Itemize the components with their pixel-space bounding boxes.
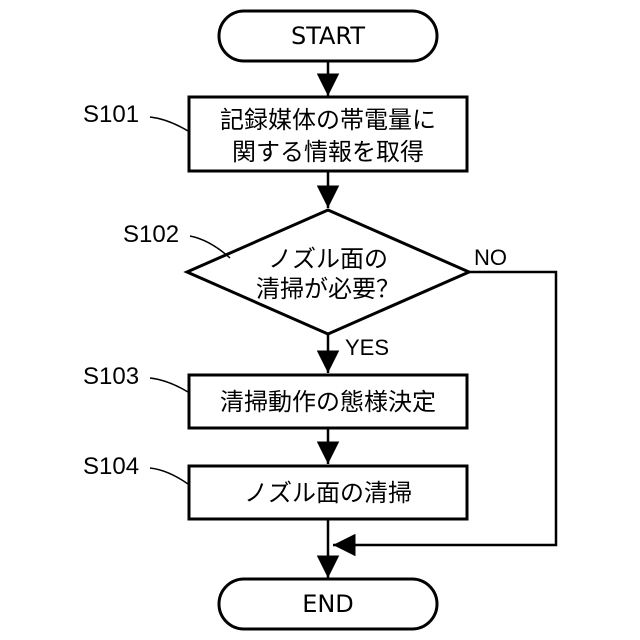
s102-line-2: 清掃が必要？ (256, 275, 400, 303)
step-id-s104: S104 (83, 453, 139, 480)
process-box-s104: ノズル面の清掃 (189, 466, 467, 519)
branch-no-label: NO (474, 245, 507, 270)
s103-leader-line (150, 378, 188, 392)
start-label: START (291, 22, 365, 50)
end-label: END (302, 590, 354, 618)
s101-leader-line (150, 117, 188, 131)
branch-yes-label: YES (345, 335, 389, 360)
process-box-s101: 記録媒体の帯電量に 関する情報を取得 (189, 97, 467, 171)
s104-leader-line (150, 468, 188, 484)
start-terminator: START (219, 11, 437, 61)
decision-diamond-s102: ノズル面の 清掃が必要？ (187, 210, 469, 334)
s103-label: 清掃動作の態様決定 (220, 388, 436, 416)
process-box-s103: 清掃動作の態様決定 (189, 375, 467, 428)
s104-label: ノズル面の清掃 (244, 479, 412, 507)
s101-line-1: 記録媒体の帯電量に (220, 106, 436, 134)
s102-line-1: ノズル面の (268, 245, 388, 273)
step-id-s103: S103 (83, 363, 139, 390)
step-id-s102: S102 (123, 221, 179, 248)
step-id-s101: S101 (83, 101, 139, 128)
end-terminator: END (219, 579, 437, 629)
s101-line-2: 関する情報を取得 (232, 138, 424, 166)
